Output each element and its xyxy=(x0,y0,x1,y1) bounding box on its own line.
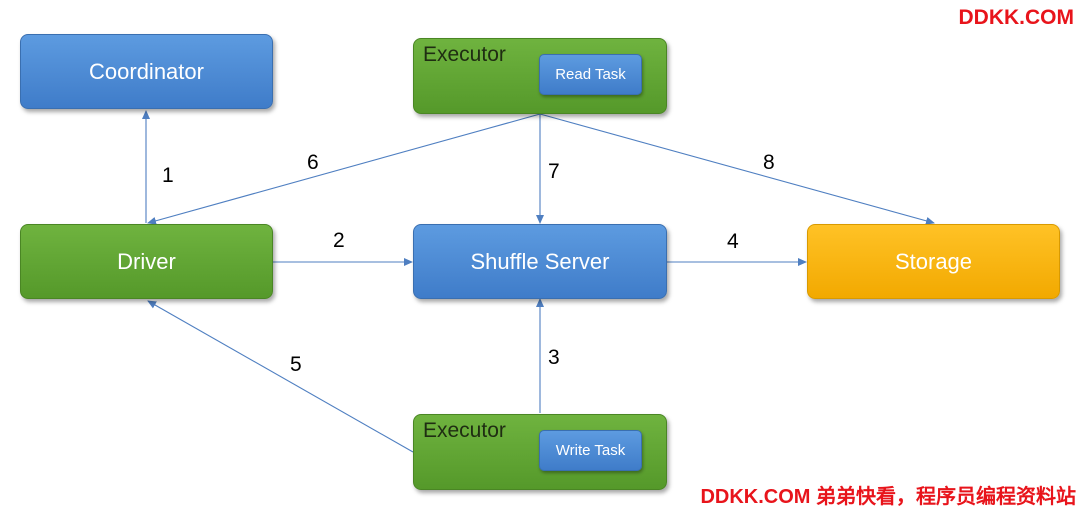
edge-8-label: 8 xyxy=(763,151,775,174)
watermark-top: DDKK.COM xyxy=(958,6,1075,29)
executor-write-title: Executor xyxy=(423,419,506,442)
edge-7-label: 7 xyxy=(548,160,560,183)
driver-node: Driver xyxy=(20,224,273,299)
edge-2-label: 2 xyxy=(333,229,345,252)
executor-read-node: Executor Read Task xyxy=(413,38,667,114)
edge-4-label: 4 xyxy=(727,230,739,253)
executor-read-title: Executor xyxy=(423,43,506,66)
edge-3-label: 3 xyxy=(548,346,560,369)
edge-1-label: 1 xyxy=(162,164,174,187)
storage-node: Storage xyxy=(807,224,1060,299)
read-task-box: Read Task xyxy=(539,54,642,95)
edge-8-arrow xyxy=(539,113,935,225)
shuffle-server-node: Shuffle Server xyxy=(413,224,667,299)
write-task-box: Write Task xyxy=(539,430,642,471)
edge-6-arrow xyxy=(147,113,541,225)
edge-6-label: 6 xyxy=(307,151,319,174)
edge-5-label: 5 xyxy=(290,353,302,376)
storage-label: Storage xyxy=(894,248,973,274)
watermark-bottom: DDKK.COM 弟弟快看，程序员编程资料站 xyxy=(700,486,1076,508)
coordinator-node: Coordinator xyxy=(20,34,273,109)
driver-label: Driver xyxy=(117,248,176,274)
coordinator-label: Coordinator xyxy=(89,58,204,84)
executor-write-node: Executor Write Task xyxy=(413,414,667,490)
shuffle-server-label: Shuffle Server xyxy=(470,248,610,274)
edge-5-arrow xyxy=(147,300,414,453)
